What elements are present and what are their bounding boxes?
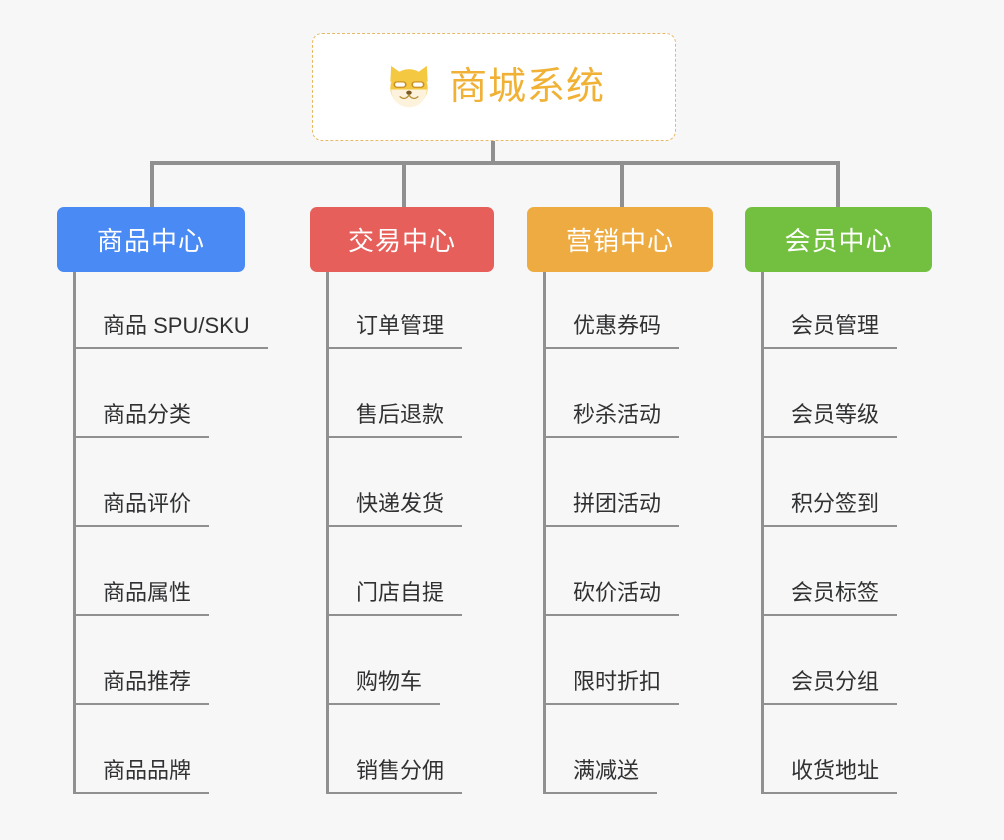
list-item[interactable]: 会员等级: [745, 349, 932, 438]
list-item-label: 销售分佣: [326, 753, 463, 794]
category-header-4[interactable]: 会员中心: [745, 207, 932, 272]
connector-root-stem: [491, 141, 495, 165]
connector-horizontal-bar: [150, 161, 839, 165]
list-item[interactable]: 会员标签: [745, 527, 932, 616]
list-item[interactable]: 会员管理: [745, 272, 932, 349]
list-item-label: 会员标签: [761, 575, 898, 616]
list-item[interactable]: 积分签到: [745, 438, 932, 527]
list-item-label: 商品品牌: [73, 753, 210, 794]
root-node[interactable]: 商城系统: [312, 33, 676, 141]
list-item[interactable]: 购物车: [310, 616, 494, 705]
list-item-label: 优惠券码: [543, 308, 680, 349]
category-label: 会员中心: [784, 226, 893, 256]
category-label: 交易中心: [347, 226, 456, 256]
category-label: 营销中心: [565, 226, 674, 256]
list-item-label: 会员管理: [761, 308, 898, 349]
list-item-label: 售后退款: [326, 397, 463, 438]
list-item-label: 快递发货: [326, 486, 463, 527]
list-item-label: 满减送: [543, 753, 658, 794]
list-item[interactable]: 收货地址: [745, 705, 932, 794]
list-item[interactable]: 会员分组: [745, 616, 932, 705]
list-item-label: 商品 SPU/SKU: [73, 308, 268, 349]
category-column-3: 营销中心 优惠券码 秒杀活动 拼团活动 砍价活动 限时折扣 满减送: [527, 207, 713, 794]
list-item[interactable]: 销售分佣: [310, 705, 494, 794]
list-item[interactable]: 限时折扣: [527, 616, 713, 705]
root-title: 商城系统: [448, 66, 605, 108]
category-items-1: 商品 SPU/SKU 商品分类 商品评价 商品属性 商品推荐 商品品牌: [57, 272, 268, 794]
list-item-label: 商品属性: [73, 575, 210, 616]
list-item-label: 拼团活动: [543, 486, 680, 527]
list-item[interactable]: 商品推荐: [57, 616, 245, 705]
category-items-2: 订单管理 售后退款 快递发货 门店自提 购物车 销售分佣: [310, 272, 494, 794]
list-item-label: 会员分组: [761, 664, 898, 705]
list-item-label: 会员等级: [761, 397, 898, 438]
category-header-1[interactable]: 商品中心: [57, 207, 245, 272]
list-item[interactable]: 快递发货: [310, 438, 494, 527]
list-item-label: 砍价活动: [543, 575, 680, 616]
category-header-2[interactable]: 交易中心: [310, 207, 494, 272]
list-item-label: 商品分类: [73, 397, 210, 438]
list-item[interactable]: 秒杀活动: [527, 349, 713, 438]
category-items-4: 会员管理 会员等级 积分签到 会员标签 会员分组 收货地址: [745, 272, 932, 794]
connector-drop-1: [150, 161, 154, 207]
connector-drop-2: [402, 161, 406, 207]
list-item[interactable]: 商品分类: [57, 349, 245, 438]
list-item[interactable]: 商品 SPU/SKU: [57, 272, 268, 349]
category-label: 商品中心: [96, 226, 205, 256]
connector-drop-3: [620, 161, 624, 207]
list-item-label: 订单管理: [326, 308, 463, 349]
list-item[interactable]: 优惠券码: [527, 272, 713, 349]
list-item-label: 商品推荐: [73, 664, 210, 705]
list-item[interactable]: 售后退款: [310, 349, 494, 438]
list-item[interactable]: 商品品牌: [57, 705, 245, 794]
list-item-label: 门店自提: [326, 575, 463, 616]
list-item-label: 积分签到: [761, 486, 898, 527]
category-column-4: 会员中心 会员管理 会员等级 积分签到 会员标签 会员分组 收货地址: [745, 207, 932, 794]
list-item[interactable]: 满减送: [527, 705, 713, 794]
list-item-label: 秒杀活动: [543, 397, 680, 438]
list-item[interactable]: 商品评价: [57, 438, 245, 527]
list-item-label: 限时折扣: [543, 664, 680, 705]
category-column-2: 交易中心 订单管理 售后退款 快递发货 门店自提 购物车 销售分佣: [310, 207, 494, 794]
list-item-label: 收货地址: [761, 753, 898, 794]
category-items-3: 优惠券码 秒杀活动 拼团活动 砍价活动 限时折扣 满减送: [527, 272, 713, 794]
list-item-label: 购物车: [326, 664, 441, 705]
list-item[interactable]: 商品属性: [57, 527, 245, 616]
list-item-label: 商品评价: [73, 486, 210, 527]
list-item[interactable]: 订单管理: [310, 272, 494, 349]
shiba-dog-icon: [390, 65, 428, 108]
list-item[interactable]: 门店自提: [310, 527, 494, 616]
category-header-3[interactable]: 营销中心: [527, 207, 713, 272]
list-item[interactable]: 砍价活动: [527, 527, 713, 616]
list-item[interactable]: 拼团活动: [527, 438, 713, 527]
category-column-1: 商品中心 商品 SPU/SKU 商品分类 商品评价 商品属性 商品推荐 商品品牌: [57, 207, 268, 794]
connector-drop-4: [836, 161, 840, 207]
